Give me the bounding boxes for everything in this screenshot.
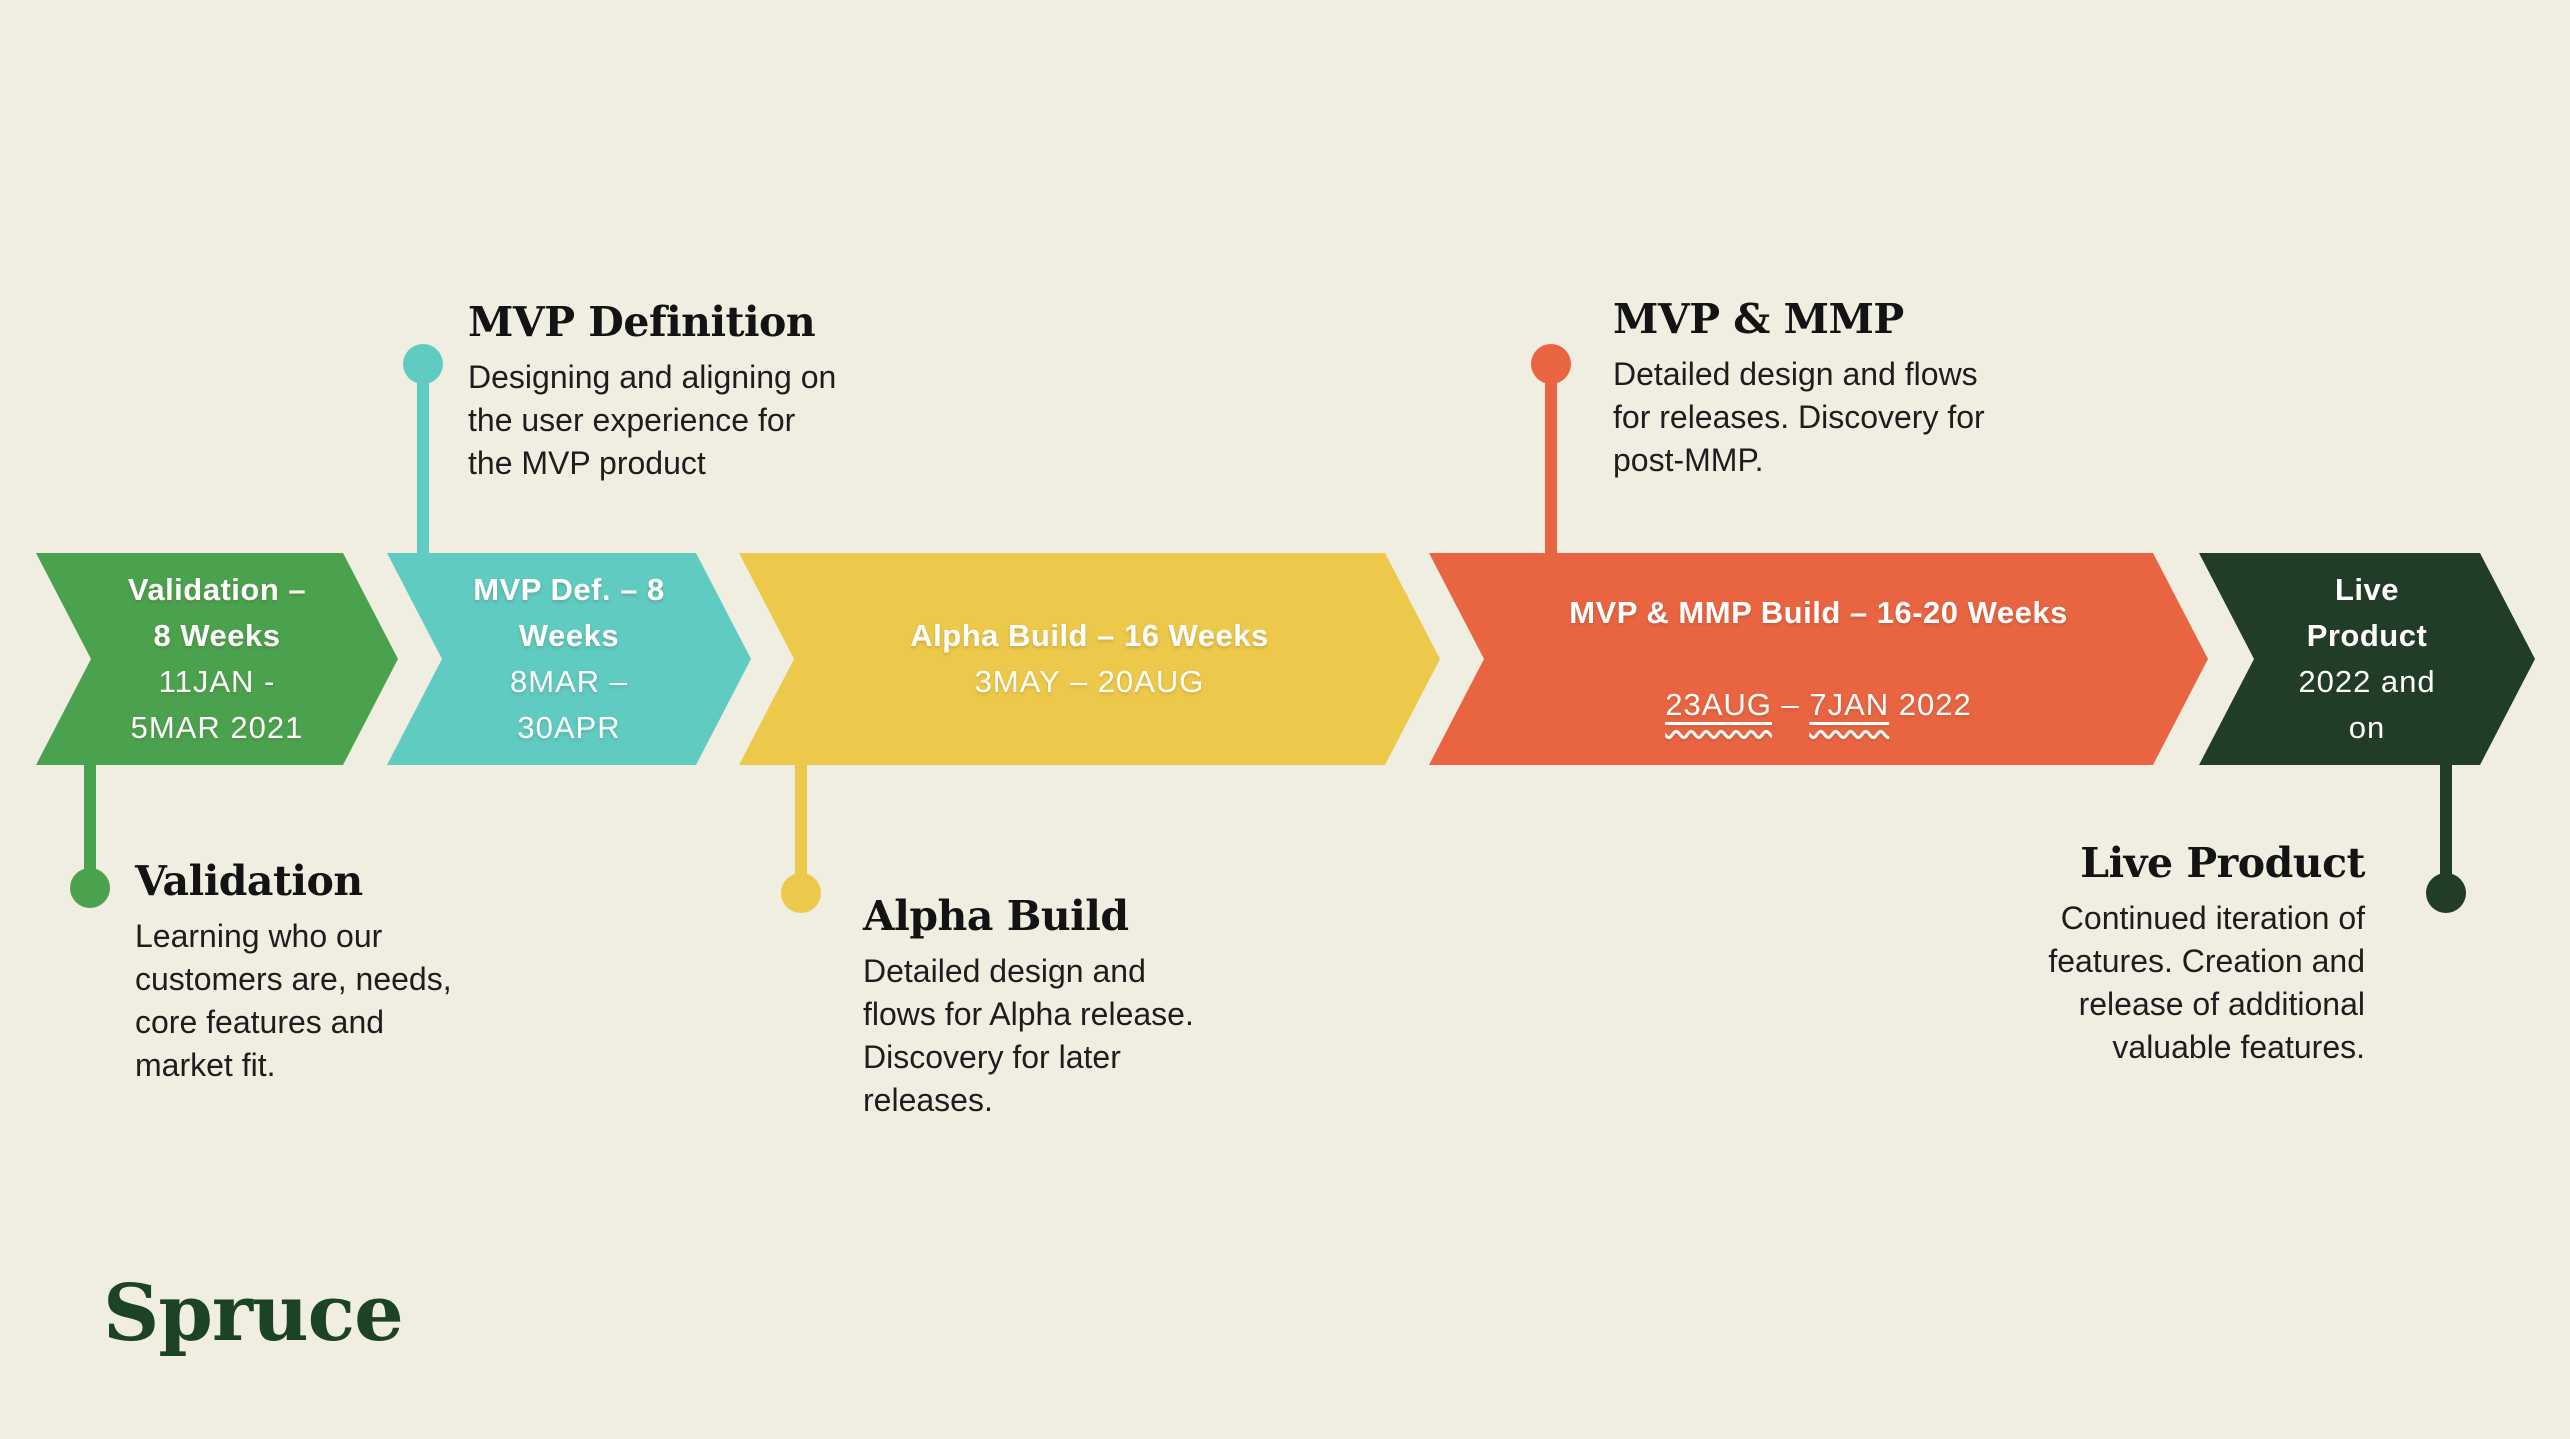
- timeline-dot-live-product: [2426, 873, 2466, 913]
- callout-mvp-definition[interactable]: MVP Definition Designing and aligning on…: [468, 297, 948, 485]
- callout-title: Validation: [135, 857, 363, 905]
- segment-dates: 11JAN - 5MAR 2021: [130, 664, 304, 745]
- timeline-segment-validation[interactable]: Validation – 8 Weeks 11JAN - 5MAR 2021: [36, 553, 398, 765]
- date-end: 7JAN: [1809, 687, 1890, 722]
- timeline-dot-mvp-definition: [403, 344, 443, 384]
- date-year: 2022: [1889, 687, 1972, 722]
- timeline-dot-mvp-mmp: [1531, 344, 1571, 384]
- connector-live-product: [2440, 765, 2452, 895]
- segment-title: MVP Def. – 8 Weeks: [473, 572, 665, 653]
- connector-validation: [84, 765, 96, 890]
- callout-alpha-build[interactable]: Alpha Build Detailed design and flows fo…: [863, 891, 1293, 1122]
- connector-alpha-build: [795, 765, 807, 895]
- callout-body: Learning who our customers are, needs, c…: [135, 918, 452, 1083]
- segment-dates: 23AUG – 7JAN 2022: [1665, 636, 1972, 728]
- date-start: 23AUG: [1665, 687, 1772, 722]
- segment-title: MVP & MMP Build – 16-20 Weeks: [1569, 595, 2068, 630]
- date-separator: –: [1771, 687, 1810, 722]
- segment-dates: 2022 and on: [2298, 664, 2436, 745]
- segment-dates: 8MAR – 30APR: [510, 664, 628, 745]
- connector-mvp-mmp: [1545, 364, 1557, 555]
- timeline-segment-alpha-build[interactable]: Alpha Build – 16 Weeks 3MAY – 20AUG: [739, 553, 1440, 765]
- segment-title: Validation – 8 Weeks: [127, 572, 307, 653]
- connector-mvp-definition: [417, 364, 429, 555]
- segment-title: Alpha Build – 16 Weeks: [910, 618, 1269, 653]
- timeline-dot-alpha-build: [781, 873, 821, 913]
- timeline-segment-mvp-definition[interactable]: MVP Def. – 8 Weeks 8MAR – 30APR: [387, 553, 751, 765]
- callout-title: Alpha Build: [863, 892, 1129, 940]
- timeline-segment-live-product[interactable]: Live Product 2022 and on: [2199, 553, 2535, 765]
- callout-title: MVP & MMP: [1613, 295, 1904, 343]
- callout-body: Continued iteration of features. Creatio…: [2048, 900, 2365, 1065]
- callout-live-product[interactable]: Live Product Continued iteration of feat…: [1945, 838, 2365, 1069]
- timeline-segment-mvp-mmp-build[interactable]: MVP & MMP Build – 16-20 Weeks 23AUG – 7J…: [1429, 553, 2208, 765]
- segment-title: Live Product: [2306, 572, 2428, 653]
- spellcheck-squiggle: 7JAN: [1809, 687, 1889, 722]
- callout-body: Detailed design and flows for releases. …: [1613, 356, 1985, 478]
- timeline-dot-validation: [70, 868, 110, 908]
- segment-dates: 3MAY – 20AUG: [974, 664, 1205, 699]
- callout-validation[interactable]: Validation Learning who our customers ar…: [135, 856, 555, 1087]
- spellcheck-squiggle: 23AUG: [1665, 687, 1772, 722]
- callout-title: MVP Definition: [468, 298, 816, 346]
- callout-title: Live Product: [2080, 839, 2365, 887]
- spruce-logo: Spruce: [103, 1268, 404, 1359]
- callout-body: Detailed design and flows for Alpha rele…: [863, 953, 1194, 1118]
- callout-body: Designing and aligning on the user exper…: [468, 359, 837, 481]
- callout-mvp-mmp[interactable]: MVP & MMP Detailed design and flows for …: [1613, 294, 2093, 482]
